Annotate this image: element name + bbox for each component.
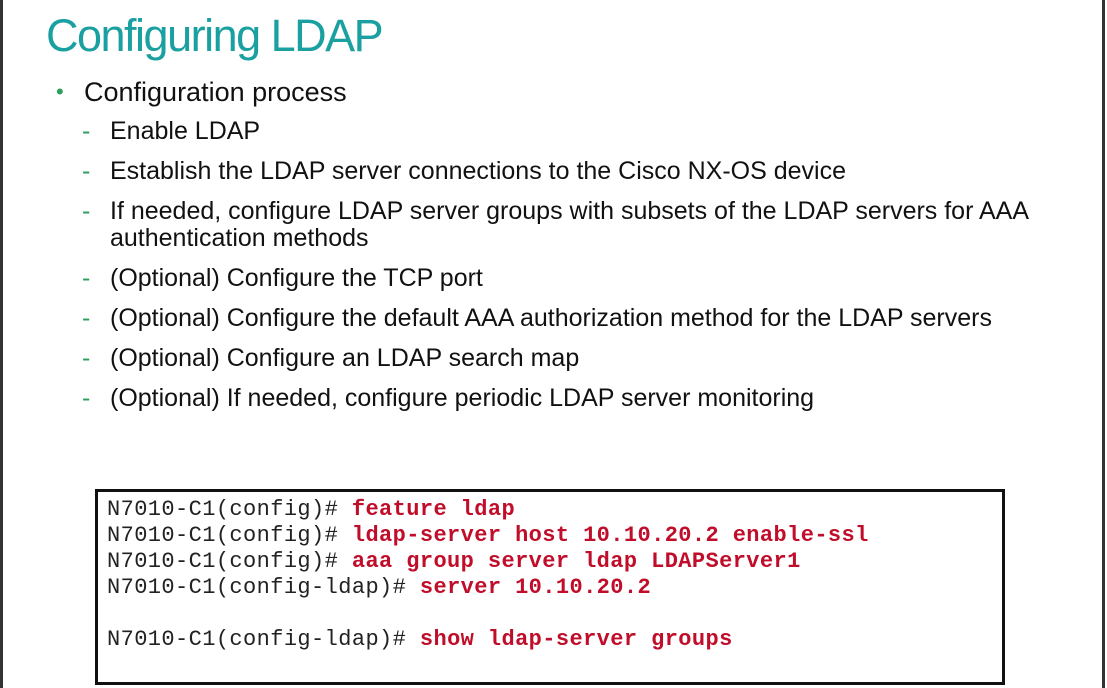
cli-code-box: N7010-C1(config)# feature ldap N7010-C1(… (95, 489, 1005, 685)
code-line: N7010-C1(config-ldap)# show ldap-server … (107, 627, 869, 653)
list-item-text: (Optional) Configure an LDAP search map (110, 344, 580, 372)
dash-icon: - (82, 344, 91, 372)
code-line: N7010-C1(config)# aaa group server ldap … (107, 549, 869, 575)
slide-frame-left-edge (0, 0, 3, 688)
list-item-tcp-port: - (Optional) Configure the TCP port (82, 265, 1082, 292)
list-item-server-connections: - Establish the LDAP server connections … (82, 158, 1082, 185)
list-item-enable-ldap: - Enable LDAP (82, 118, 1082, 145)
cli-command: server 10.10.20.2 (419, 575, 652, 600)
code-line: N7010-C1(config)# feature ldap (107, 497, 869, 523)
code-line-blank (107, 601, 869, 627)
cli-command: show ldap-server groups (419, 627, 733, 652)
cli-prompt: N7010-C1(config-ldap)# (107, 627, 420, 652)
dash-icon: - (82, 197, 91, 225)
cli-prompt: N7010-C1(config-ldap)# (107, 575, 420, 600)
cli-prompt: N7010-C1(config)# (107, 523, 352, 548)
code-line: N7010-C1(config)# ldap-server host 10.10… (107, 523, 869, 549)
dash-icon: - (82, 117, 91, 145)
slide-title: Configuring LDAP (46, 10, 384, 61)
list-item-text: If needed, configure LDAP server groups … (110, 197, 1028, 252)
cli-command: aaa group server ldap LDAPServer1 (351, 549, 801, 574)
list-item-text: (Optional) Configure the TCP port (110, 264, 483, 292)
dash-icon: - (82, 264, 91, 292)
cli-prompt: N7010-C1(config)# (107, 549, 352, 574)
cli-code-lines: N7010-C1(config)# feature ldap N7010-C1(… (107, 497, 869, 653)
list-item-text: (Optional) Configure the default AAA aut… (110, 304, 992, 332)
dash-icon: - (82, 304, 91, 332)
configuration-steps-list: - Enable LDAP - Establish the LDAP serve… (82, 118, 1082, 425)
list-item-search-map: - (Optional) Configure an LDAP search ma… (82, 345, 1082, 372)
cli-command: ldap-server host 10.10.20.2 enable-ssl (351, 523, 869, 548)
cli-prompt: N7010-C1(config)# (107, 497, 352, 522)
slide-frame-right-edge (1102, 0, 1105, 688)
main-bullet-text: Configuration process (84, 77, 347, 107)
list-item-text: Enable LDAP (110, 117, 261, 145)
list-item-server-monitoring: - (Optional) If needed, configure period… (82, 385, 1082, 412)
list-item-text: (Optional) If needed, configure periodic… (110, 384, 815, 412)
cli-command: feature ldap (351, 497, 516, 522)
list-item-text: Establish the LDAP server connections to… (110, 157, 846, 185)
dash-icon: - (82, 157, 91, 185)
list-item-server-groups: - If needed, configure LDAP server group… (82, 198, 1082, 252)
code-line: N7010-C1(config-ldap)# server 10.10.20.2 (107, 575, 869, 601)
dash-icon: - (82, 384, 91, 412)
list-item-authorization-method: - (Optional) Configure the default AAA a… (82, 305, 1082, 332)
bullet-dot-icon: • (56, 79, 64, 104)
